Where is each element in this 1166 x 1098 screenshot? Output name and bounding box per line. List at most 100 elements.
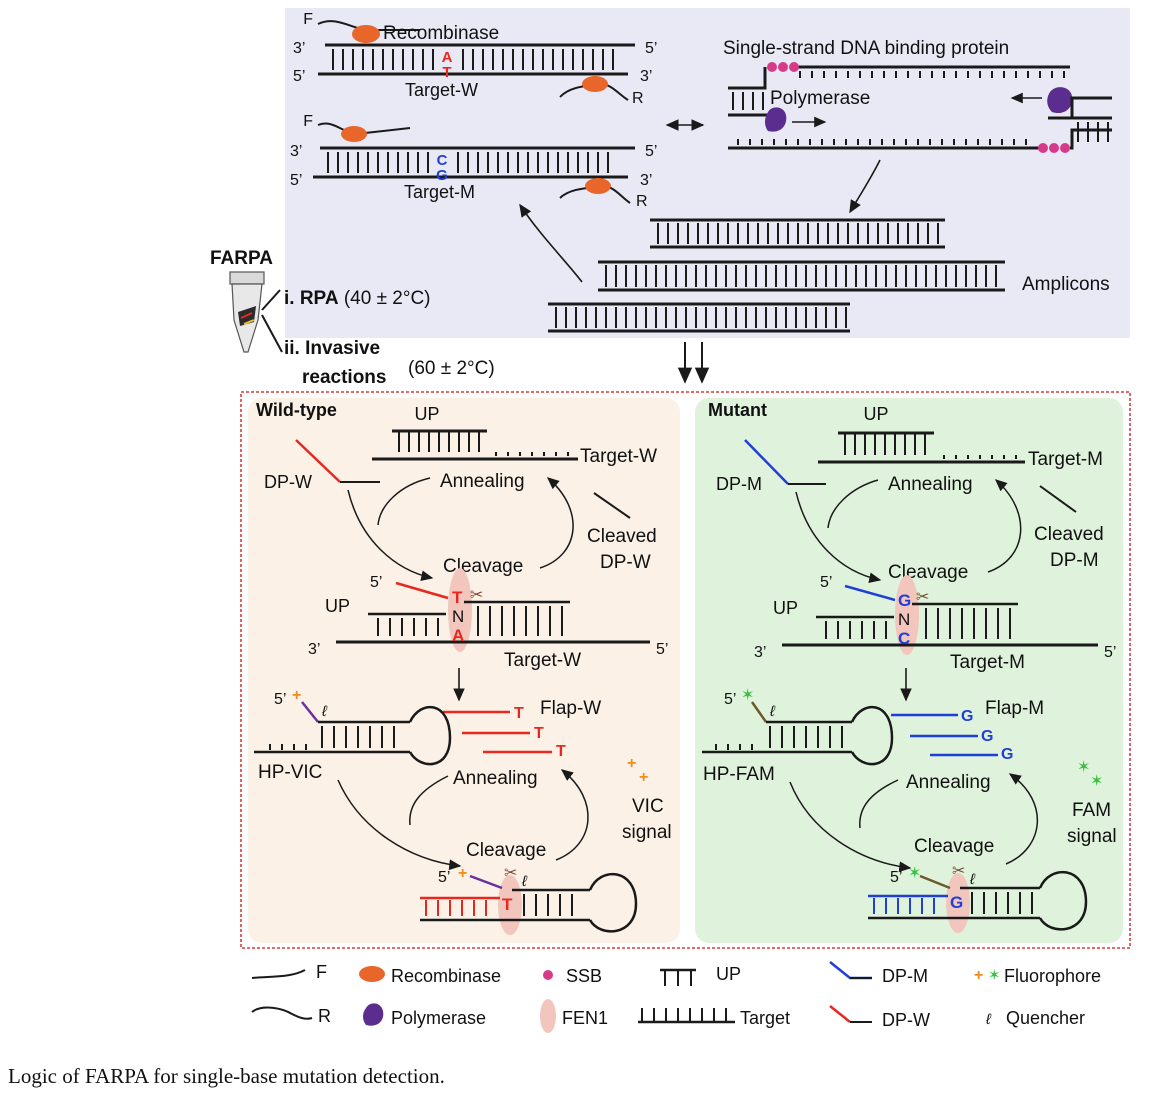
hp-loop	[1038, 870, 1088, 931]
base-g-label: G	[898, 591, 911, 610]
up-label: UP	[863, 404, 888, 424]
dp-w-flap	[395, 581, 449, 600]
hp-stem-ticks	[971, 892, 1033, 914]
signal-label: FAM	[1072, 800, 1111, 821]
figure-caption: Logic of FARPA for single-base mutation …	[8, 1064, 445, 1088]
amplicons-return-arrow	[519, 203, 583, 283]
annealing-label: Annealing	[440, 471, 525, 492]
legend-fam-icon: ✶	[988, 967, 1001, 984]
annealing-cycle-arrow	[859, 779, 899, 829]
three-prime-label: 3’	[640, 68, 652, 85]
dp-w-probe	[295, 439, 341, 483]
legend-fluorophore: Fluorophore	[1004, 966, 1101, 986]
vic-fluorophore-icon: +	[627, 755, 636, 772]
legend-dp-w-icon	[829, 1005, 851, 1023]
vic-fluorophore-icon: +	[458, 865, 467, 882]
wild-type-title: Wild-type	[256, 400, 337, 420]
f-label: F	[303, 11, 313, 28]
up-probe-ticks	[398, 431, 480, 452]
cleaved-label: Cleaved	[1034, 524, 1104, 545]
vic-fluorophore-icon: +	[639, 769, 648, 786]
recombinase-shape	[582, 76, 608, 92]
polymerase-shape	[1047, 87, 1073, 114]
recombinase-shape	[585, 178, 611, 194]
flap-w-label: Flap-W	[540, 698, 601, 719]
mutant-panel	[695, 398, 1123, 943]
flap-m-label: Flap-M	[985, 698, 1044, 719]
duplex-ticks	[825, 608, 1011, 639]
dp-m-probe	[744, 439, 789, 485]
recombinase-label: Recombinase	[383, 23, 499, 44]
recombinase-shape	[352, 25, 380, 43]
legend-quencher: Quencher	[1006, 1008, 1085, 1028]
up-probe-ticks	[844, 433, 926, 455]
ssb-dot	[767, 62, 777, 72]
target-w-duplex	[318, 43, 635, 76]
amplicon	[650, 218, 945, 249]
flap-base-label: T	[534, 725, 544, 742]
flap-base-label: T	[556, 743, 566, 760]
r-label: R	[632, 90, 644, 107]
hp-vic-flap	[469, 874, 503, 890]
five-prime-label: 5’	[274, 691, 286, 708]
rpa-panel	[285, 8, 1130, 338]
cleaved-dp-label: DP-M	[1050, 550, 1099, 571]
five-prime-label: 5’	[645, 40, 657, 57]
target-m-label: Target-M	[950, 652, 1025, 673]
hp-stem-ticks	[523, 894, 573, 916]
legend-dp-m-icon	[829, 961, 872, 980]
five-prime-label: 5’	[645, 143, 657, 160]
annealing-label: Annealing	[453, 768, 538, 789]
displaced-strand	[728, 67, 767, 90]
hp-loop	[408, 705, 452, 766]
five-prime-label: 5’	[438, 869, 450, 886]
signal-label: signal	[1067, 826, 1117, 847]
base-t-label: T	[502, 895, 513, 914]
fen1-shape	[895, 575, 919, 655]
flap-base-label: G	[961, 708, 973, 725]
cleaved-dp-label: DP-W	[600, 552, 651, 573]
ssb-label: Single-strand DNA binding protein	[723, 38, 1009, 59]
hp-fam-label: HP-FAM	[703, 764, 775, 785]
template-ticks	[799, 71, 1065, 78]
up-label: UP	[773, 598, 798, 618]
hp-stem-ticks	[769, 726, 843, 748]
cleaved-label: Cleaved	[587, 526, 657, 547]
cleavage-label: Cleavage	[914, 836, 994, 857]
annealing-cycle-arrow	[377, 477, 431, 526]
legend-dp-m: DP-M	[882, 966, 928, 986]
farpa-step2-a: ii. Invasive	[284, 338, 380, 359]
dp-m-label: DP-M	[716, 474, 762, 494]
cleavage-label: Cleavage	[888, 562, 968, 583]
polymerase-shape	[765, 107, 787, 132]
to-amplicons-arrow	[849, 159, 881, 214]
invasive-panel-border	[240, 391, 1131, 949]
five-prime-label: 5’	[293, 68, 305, 85]
base-t-label: T	[442, 64, 451, 81]
amplicon	[548, 302, 850, 333]
vic-fluorophore-icon: +	[292, 687, 301, 704]
amplicon	[598, 260, 1005, 292]
displaced-strand	[1070, 96, 1112, 120]
cleaved-dp-m	[1039, 485, 1077, 513]
legend-ssb-icon	[543, 970, 553, 980]
annealing-label: Annealing	[906, 772, 991, 793]
amplicons-label: Amplicons	[1022, 274, 1110, 295]
fen1-shape	[448, 568, 472, 652]
flap-bound-ticks	[425, 900, 487, 916]
polymerase-label: Polymerase	[770, 88, 870, 109]
scissors-icon: ✂	[504, 865, 517, 882]
quencher-icon: ℓ	[969, 871, 976, 888]
five-prime-label: 5’	[656, 641, 668, 658]
base-n-label: N	[452, 607, 464, 626]
three-prime-label: 3’	[293, 40, 305, 57]
scissors-icon: ✂	[952, 863, 965, 880]
hp-fam-flap	[919, 874, 951, 890]
ssb-dot	[1060, 143, 1070, 153]
cleaved-dp-w	[593, 492, 631, 519]
legend-polymerase-icon	[363, 1003, 384, 1026]
bottom-template-ticks	[737, 139, 1027, 145]
dp-w-label: DP-W	[264, 472, 312, 492]
base-t-label: T	[452, 588, 463, 607]
annealing-cycle-arrow	[409, 775, 449, 826]
